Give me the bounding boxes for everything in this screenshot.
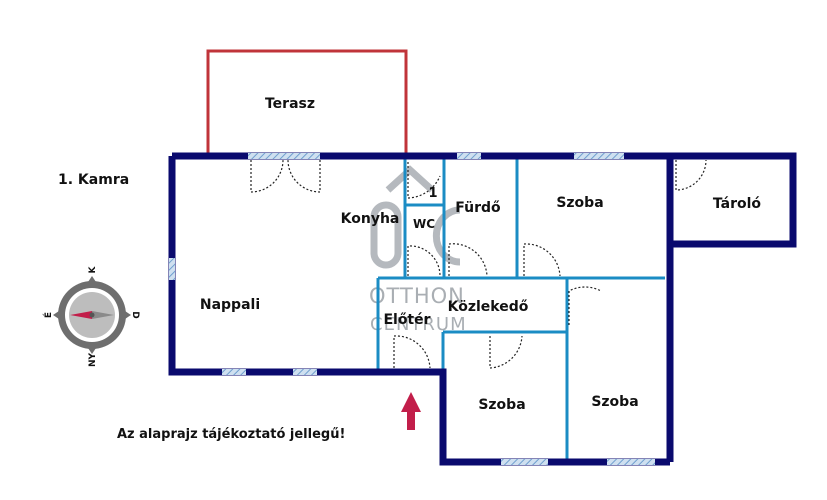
room-label-konyha: Konyha (341, 211, 400, 227)
room-label-terasz: Terasz (265, 96, 315, 112)
room-label-furdo: Fürdő (455, 200, 501, 216)
step-marker: 1 (428, 186, 437, 201)
entrance-arrow-icon (401, 392, 421, 430)
watermark-logo (370, 165, 461, 269)
terrace-outline (206, 49, 408, 156)
door-swings (250, 159, 707, 369)
room-label-tarolo: Tároló (713, 196, 762, 212)
disclaimer-text: Az alaprajz tájékoztató jellegű! (117, 427, 345, 442)
windows (169, 153, 655, 465)
room-label-szoba-bottom-left: Szoba (478, 397, 525, 413)
compass-label-south: NY (88, 352, 98, 367)
compass-label-east: D (130, 311, 140, 318)
room-label-nappali: Nappali (200, 297, 260, 313)
compass-icon (53, 276, 131, 354)
room-label-szoba-bottom-right: Szoba (591, 394, 638, 410)
room-label-szoba-top: Szoba (556, 195, 603, 211)
compass-label-west: É (42, 312, 54, 318)
compass-label-north: K (88, 265, 98, 273)
inner-walls (376, 156, 665, 462)
room-label-kozlekedo: Közlekedő (448, 299, 529, 315)
room-label-eloter: Előtér (383, 312, 430, 328)
floor-label: 1. Kamra (58, 172, 129, 188)
watermark-text-centrum: CENTRUM (370, 314, 467, 335)
watermark-text-otthon: OTTHON (369, 284, 465, 308)
room-label-wc: WC (413, 217, 435, 231)
